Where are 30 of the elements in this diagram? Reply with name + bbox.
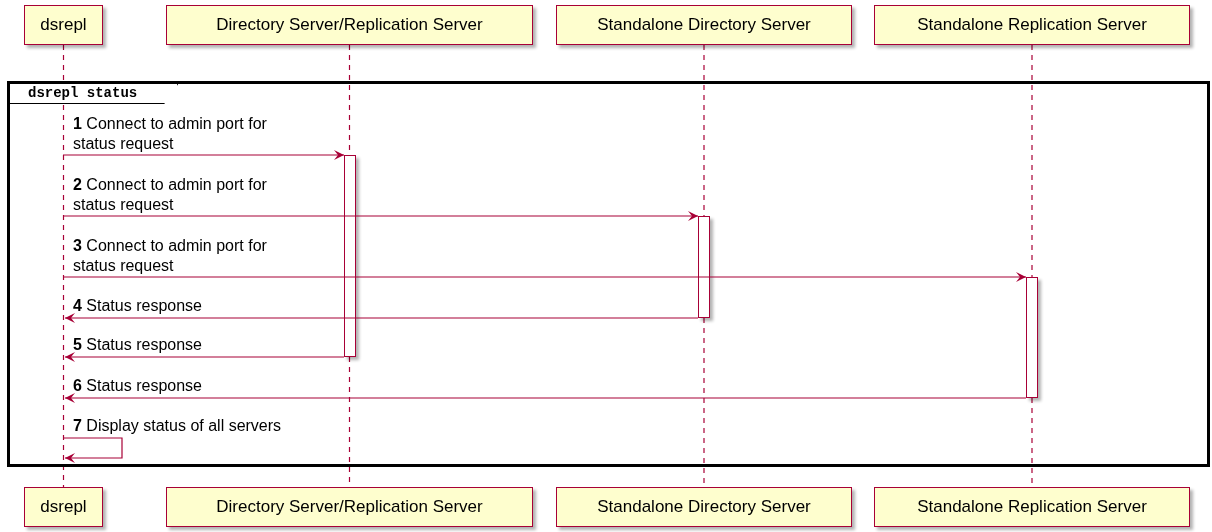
- participant-box: Standalone Directory Server: [556, 487, 852, 527]
- message-label: 3 Connect to admin port for status request: [73, 236, 268, 276]
- message-arrow: [62, 150, 345, 160]
- participant-box: Standalone Directory Server: [556, 5, 852, 45]
- message-arrow: [64, 313, 699, 323]
- self-message-arrow: [62, 437, 123, 463]
- activation-bar: [698, 216, 710, 318]
- lifeline: [1031, 44, 1033, 278]
- message-arrow: [62, 272, 1027, 282]
- participant-box: dsrepl: [24, 5, 103, 45]
- sequence-frame: [7, 81, 1210, 467]
- message-label: 5 Status response: [73, 335, 202, 355]
- message-label: 6 Status response: [73, 376, 202, 396]
- message-arrow: [64, 393, 1027, 403]
- participant-box: Directory Server/Replication Server: [166, 487, 533, 527]
- activation-bar: [344, 155, 356, 357]
- message-label: 4 Status response: [73, 296, 202, 316]
- participant-box: Directory Server/Replication Server: [166, 5, 533, 45]
- lifeline: [62, 44, 65, 488]
- participant-box: dsrepl: [24, 487, 103, 527]
- message-label: 2 Connect to admin port for status request: [73, 175, 268, 215]
- message-label: 7 Display status of all servers: [73, 416, 282, 436]
- lifeline: [703, 44, 705, 217]
- frame-title: dsrepl status: [10, 84, 179, 104]
- message-label: 1 Connect to admin port for status request: [73, 114, 268, 154]
- participant-box: Standalone Replication Server: [874, 5, 1190, 45]
- participant-box: Standalone Replication Server: [874, 487, 1190, 527]
- message-arrow: [62, 211, 699, 221]
- activation-bar: [1026, 277, 1038, 398]
- message-arrow: [64, 352, 345, 362]
